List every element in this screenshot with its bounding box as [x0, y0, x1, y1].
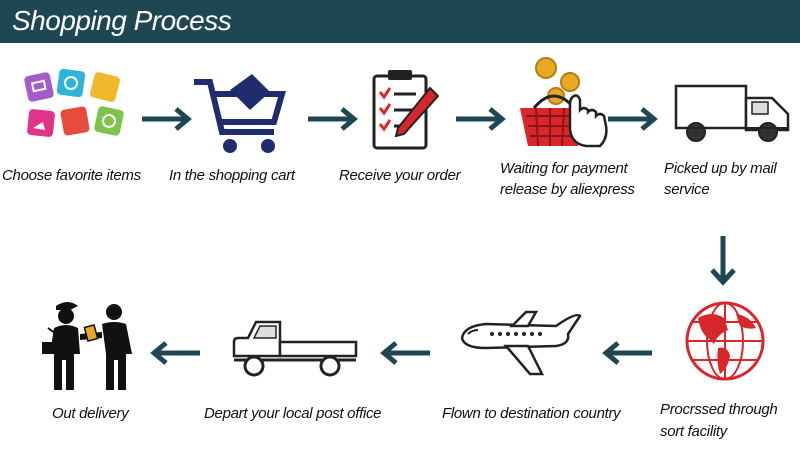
- airplane-icon: [460, 310, 582, 376]
- handover-people-icon: [42, 302, 132, 390]
- globe-icon: [685, 301, 765, 381]
- delivery-truck-icon: [674, 84, 790, 142]
- step-label: Out delivery: [52, 405, 129, 422]
- step-label: In the shopping cart: [169, 167, 295, 184]
- arrow-right-icon: [308, 107, 358, 131]
- arrow-left-icon: [150, 341, 200, 365]
- arrow-right-icon: [608, 107, 658, 131]
- step-label: sort facility: [660, 423, 727, 440]
- pickup-truck-icon: [232, 320, 358, 377]
- step-label: Waiting for payment: [500, 160, 628, 177]
- payment-basket-icon: [520, 57, 608, 148]
- arrow-left-icon: [380, 341, 430, 365]
- arrow-down-icon: [710, 236, 736, 286]
- step-label: Depart your local post office: [204, 405, 382, 422]
- step-label: service: [664, 181, 710, 198]
- page-title: Shopping Process: [12, 5, 232, 36]
- header-bar: Shopping Process: [0, 0, 800, 43]
- step-label: Choose favorite items: [2, 167, 141, 184]
- step-label: Picked up by mail: [664, 160, 777, 177]
- arrow-right-icon: [142, 107, 192, 131]
- step-label: Procrssed through: [660, 401, 778, 418]
- step-label: Receive your order: [339, 167, 461, 184]
- clipboard-checklist-icon: [372, 70, 440, 150]
- shopping-cart-icon: [194, 74, 286, 153]
- shopping-tiles-icon: [24, 68, 124, 137]
- arrow-left-icon: [602, 341, 652, 365]
- step-label: release by aliexpress: [500, 181, 635, 198]
- arrow-right-icon: [456, 107, 506, 131]
- step-label: Flown to destination country: [442, 405, 621, 422]
